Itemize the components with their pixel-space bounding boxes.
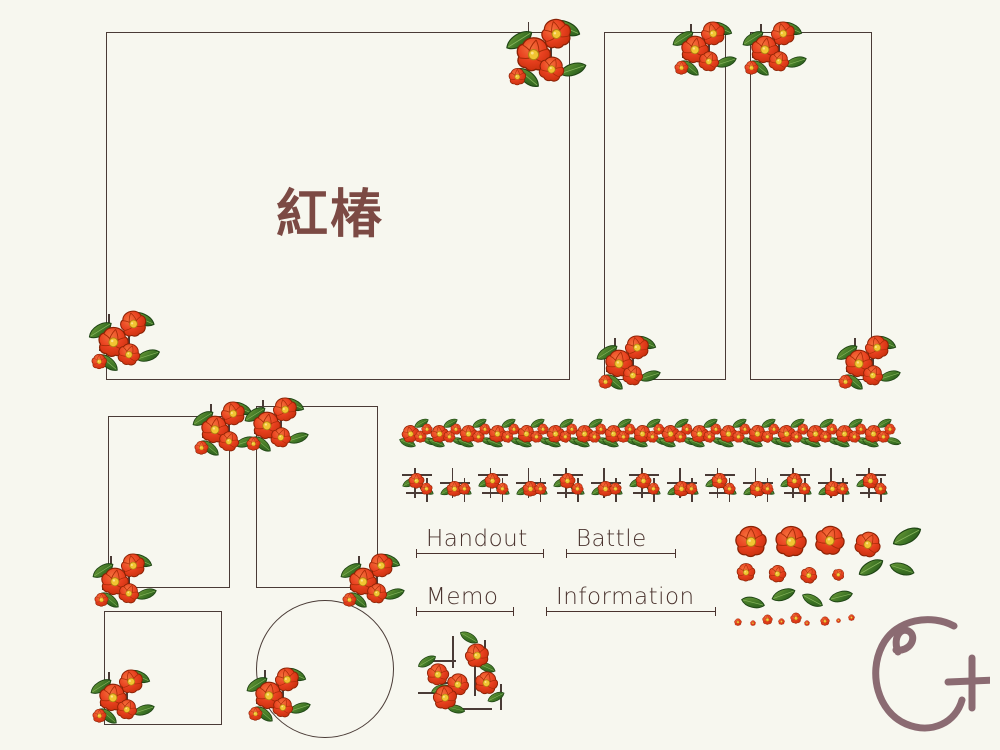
- lattice-stroke: [708, 492, 735, 494]
- border-dense: [400, 418, 892, 452]
- lattice-stroke: [422, 660, 456, 662]
- camellia-flower-icon: [829, 565, 847, 583]
- camellia-flower-icon: [537, 14, 576, 53]
- frame-main-large: [106, 32, 570, 380]
- lattice-stroke: [452, 636, 454, 668]
- camellia-flower-icon: [744, 60, 759, 75]
- camellia-flower-icon: [766, 562, 789, 585]
- camellia-flower-icon: [772, 522, 811, 561]
- decor-mid-right-botright: [336, 548, 426, 638]
- label-rule: [416, 607, 514, 616]
- camellia-flower-icon: [457, 481, 471, 495]
- decor-mid-left-topright: [188, 396, 278, 486]
- camellia-flower-icon: [722, 481, 736, 495]
- scatter-cluster: [412, 622, 534, 742]
- camellia-leaf-icon: [854, 554, 887, 582]
- frame-mid-right: [256, 406, 378, 588]
- label-rule: [416, 549, 544, 558]
- camellia-leaf-icon: [827, 587, 855, 606]
- decor-tall-right-top: [738, 16, 828, 106]
- label-memo[interactable]: Memo: [398, 578, 548, 616]
- camellia-flower-icon: [92, 708, 107, 723]
- camellia-flower-icon: [750, 620, 756, 626]
- camellia-flower-icon: [790, 612, 802, 624]
- decor-main-top-right: [500, 12, 590, 102]
- frame-tall-right: [750, 32, 872, 380]
- camellia-flower-icon: [646, 481, 661, 496]
- camellia-flower-icon: [734, 524, 768, 558]
- camellia-flower-icon: [838, 374, 853, 389]
- lattice-stroke: [860, 492, 887, 494]
- camellia-flower-icon: [533, 482, 546, 495]
- label-text: Handout: [426, 526, 528, 552]
- frame-tall-left: [604, 32, 726, 380]
- camellia-flower-icon: [873, 481, 887, 495]
- label-text: Battle: [576, 526, 647, 552]
- camellia-leaf-icon: [887, 558, 918, 580]
- decor-tall-right-bottom: [832, 330, 922, 420]
- camellia-flower-icon: [836, 618, 841, 623]
- camellia-flower-icon: [820, 616, 830, 626]
- camellia-flower-icon: [246, 436, 261, 451]
- lattice-stroke: [474, 666, 476, 696]
- label-handout[interactable]: Handout: [398, 520, 578, 558]
- decor-mid-left-botleft: [88, 548, 178, 638]
- lattice-stroke: [557, 492, 584, 494]
- decor-tall-left-top: [668, 16, 758, 106]
- frame-small-square: [104, 611, 222, 725]
- decor-square-bottomleft: [86, 664, 176, 750]
- camellia-flower-icon: [342, 592, 357, 607]
- decor-mid-right-topleft: [240, 392, 330, 482]
- label-rule: [546, 607, 716, 616]
- camellia-flower-icon: [194, 440, 209, 455]
- camellia-flower-icon: [797, 563, 821, 587]
- camellia-flower-icon: [598, 374, 613, 389]
- decor-tall-left-bottom: [592, 330, 682, 420]
- camellia-flower-icon: [431, 683, 460, 712]
- decor-circle-left: [242, 662, 332, 750]
- parts-palette: [728, 520, 918, 630]
- page-title: 紅椿: [276, 185, 385, 245]
- brand-watermark-c-plus: [862, 612, 1000, 738]
- camellia-flower-icon: [94, 592, 109, 607]
- camellia-flower-icon: [674, 60, 689, 75]
- label-battle[interactable]: Battle: [548, 520, 708, 558]
- label-information[interactable]: Information: [528, 578, 748, 616]
- camellia-flower-icon: [778, 618, 785, 625]
- camellia-flower-icon: [736, 562, 756, 582]
- camellia-flower-icon: [804, 620, 810, 626]
- camellia-flower-icon: [462, 640, 493, 671]
- decor-main-bottom-left: [84, 305, 174, 395]
- camellia-flower-icon: [419, 481, 434, 496]
- camellia-flower-icon: [798, 482, 811, 495]
- camellia-leaf-icon: [799, 589, 827, 612]
- camellia-flower-icon: [508, 67, 527, 86]
- label-text: Memo: [426, 584, 499, 610]
- camellia-flower-icon: [116, 306, 151, 341]
- lattice-stroke: [462, 708, 492, 710]
- camellia-flower-icon: [734, 618, 742, 626]
- camellia-flower-icon: [609, 481, 623, 495]
- lattice-stroke: [406, 492, 432, 494]
- camellia-flower-icon: [91, 353, 108, 370]
- camellia-leaf-icon: [739, 593, 767, 612]
- camellia-flower-icon: [248, 706, 263, 721]
- camellia-flower-icon: [848, 614, 855, 621]
- border-lattice: [400, 468, 892, 504]
- lattice-stroke: [784, 492, 811, 494]
- camellia-flower-icon: [810, 520, 850, 560]
- camellia-flower-icon: [762, 614, 773, 625]
- camellia-flower-icon: [884, 423, 897, 436]
- label-text: Information: [556, 584, 695, 610]
- lattice-stroke: [633, 492, 660, 494]
- lattice-stroke: [481, 492, 508, 494]
- camellia-leaf-icon: [769, 584, 799, 606]
- frame-mid-left: [108, 416, 230, 588]
- label-rule: [566, 549, 676, 558]
- frame-circle: [256, 600, 394, 738]
- camellia-leaf-icon: [888, 521, 926, 552]
